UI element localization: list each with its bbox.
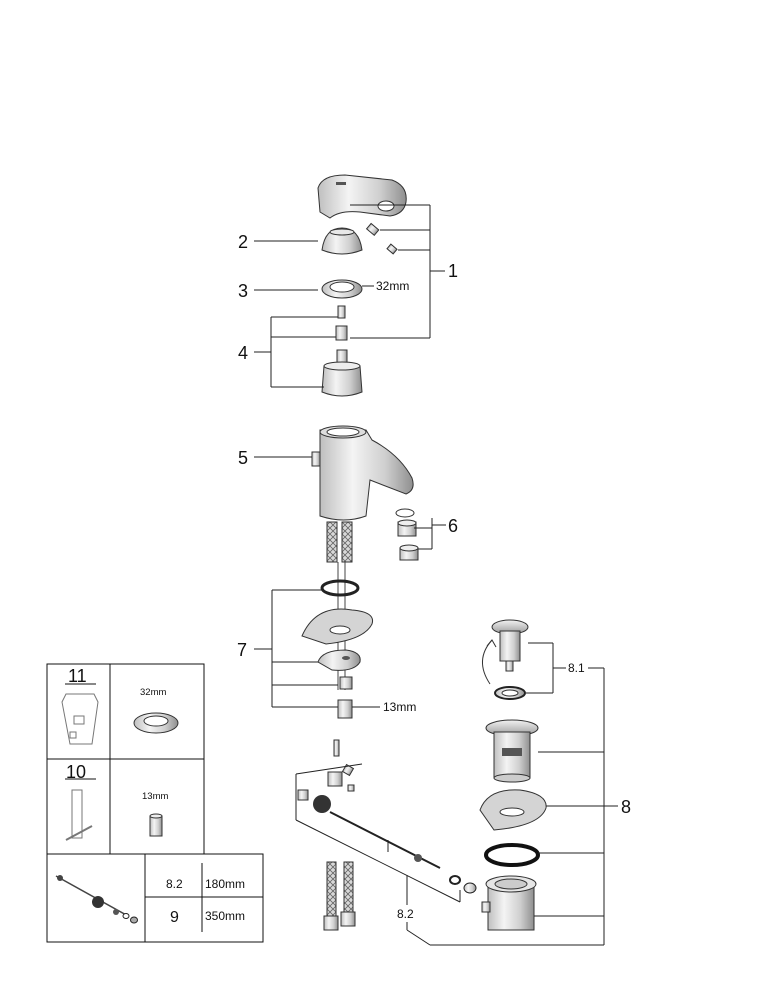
callout-1-leader [350,204,445,339]
callout-8-1: 8.1 [568,661,585,675]
waste-body [479,719,547,931]
callout-4-leader [254,316,338,388]
hose-nut-size-label: 13mm [383,700,416,714]
cartridge [321,349,363,397]
callout-8: 8 [621,797,631,817]
rod-row-2-part: 9 [170,909,179,926]
callout-4: 4 [238,343,248,363]
callout-7-leader [254,589,338,708]
rod-length-table [46,853,264,943]
nut-size-label: 32mm [376,279,409,293]
grub-screw [365,222,380,236]
tools-table [46,663,205,855]
callout-3: 3 [238,281,248,301]
tool-10-size: 13mm [142,791,168,802]
screw-cap [386,243,398,255]
tool-10-wrench [65,789,93,841]
rod-row-1-length: 180mm [205,877,245,891]
rod-assembly-icon [55,875,138,924]
callout-8-2-leader [295,763,604,946]
popup-plug [482,619,529,700]
callout-8-1-leader [526,642,604,694]
callout-6-leader [414,518,446,550]
cartridge-nut [321,279,363,299]
cartridge-spindle [335,305,348,341]
callout-2: 2 [238,232,248,252]
fixing-set [301,579,374,719]
tool-11-size: 32mm [140,687,166,698]
aerator-assembly [395,508,419,561]
callout-7: 7 [237,640,247,660]
tool-11-wrench [61,693,99,745]
tool-11-label: 11 [68,666,87,686]
nut-13mm-icon [149,813,163,837]
callout-8-2: 8.2 [397,907,414,921]
tool-10-label: 10 [66,762,86,782]
callout-6: 6 [448,516,458,536]
nut-32mm-icon [133,712,179,734]
lever-handle [317,174,407,219]
callout-1: 1 [448,261,458,281]
tap-body [311,425,414,521]
flexible-hoses [323,861,356,931]
rod-row-1-part: 8.2 [166,877,183,891]
callout-5: 5 [238,448,248,468]
escutcheon-cap [321,227,363,255]
callout-8-leader [534,668,618,945]
popup-rod-assembly [297,739,477,894]
rod-row-2-length: 350mm [205,909,245,923]
